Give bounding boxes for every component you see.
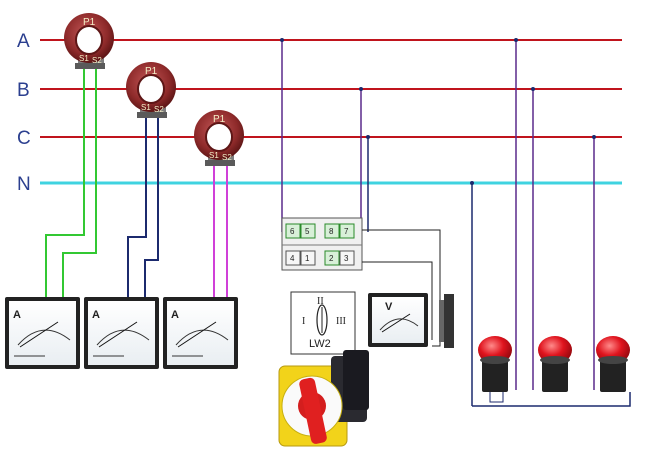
ct-c-p1-label: P1 (213, 114, 226, 125)
wire-ct-a-s2 (62, 66, 97, 300)
voltmeter: V (368, 293, 428, 347)
wire-neutral-to-lamps (472, 392, 631, 407)
tap-dot-lamp-c (592, 135, 596, 139)
ct-a-p1-label: P1 (83, 17, 96, 28)
ct-a-s2-label: S2 (92, 56, 102, 65)
ct-c-s2-label: S2 (222, 153, 232, 162)
tap-dot-lamp-a (514, 38, 518, 42)
terminal-6: 6 (290, 227, 295, 236)
terminal-8: 8 (329, 227, 334, 236)
ct-b-p1-label: P1 (145, 66, 158, 77)
phase-label-b: B (17, 80, 30, 101)
lw2-switch-faceplate: I II III LW2 (290, 291, 356, 355)
ammeter-c-letter: A (171, 309, 179, 321)
tap-dot-a (280, 38, 284, 42)
ammeter-c: A (163, 297, 238, 369)
terminal-1: 1 (305, 254, 310, 263)
ammeter-a-letter: A (13, 309, 21, 321)
wire-ct-a-s1 (45, 66, 85, 300)
indicator-lamp-b (538, 336, 572, 392)
current-transformer-b: P1 S1 S2 (126, 62, 176, 118)
phase-label-c: C (17, 128, 31, 149)
tap-dot-c (366, 135, 370, 139)
wire-switch-to-voltmeter-1 (362, 229, 441, 347)
terminal-4: 4 (290, 254, 295, 263)
indicator-lamp-a (478, 336, 512, 392)
switch-pos-3: III (336, 316, 346, 327)
phase-label-n: N (17, 174, 31, 195)
tap-dot-b (359, 87, 363, 91)
ct-b-s2-label: S2 (154, 105, 164, 114)
wire-switch-to-voltmeter-2 (362, 261, 433, 340)
terminal-3: 3 (344, 254, 349, 263)
terminal-2: 2 (329, 254, 334, 263)
wire-lamp-links (489, 392, 504, 403)
switch-terminal-block: 6 5 8 7 4 1 2 3 (281, 217, 363, 271)
ct-b-s1-label: S1 (141, 103, 151, 112)
terminal-7: 7 (344, 227, 349, 236)
wire-ct-b-s1 (127, 115, 147, 300)
ammeter-a: A (5, 297, 80, 369)
switch-pos-1: I (302, 316, 305, 327)
ammeter-b-letter: A (92, 309, 100, 321)
ammeter-b: A (84, 297, 159, 369)
tap-dot-lamp-b (531, 87, 535, 91)
tap-dot-n (470, 181, 474, 185)
voltmeter-letter: V (385, 301, 393, 313)
rotary-selector-switch (278, 350, 369, 447)
ct-a-s1-label: S1 (79, 54, 89, 63)
phase-label-a: A (17, 31, 30, 52)
current-transformer-c: P1 S1 S2 (194, 110, 244, 166)
switch-pos-2: II (317, 296, 324, 307)
ct-c-s1-label: S1 (209, 151, 219, 160)
terminal-5: 5 (305, 227, 310, 236)
indicator-lamp-c (596, 336, 630, 392)
switch-label: LW2 (309, 338, 331, 350)
wire-ct-b-s2 (144, 115, 159, 300)
current-transformer-a: P1 S1 S2 (64, 13, 114, 69)
voltmeter-connector (439, 294, 454, 348)
